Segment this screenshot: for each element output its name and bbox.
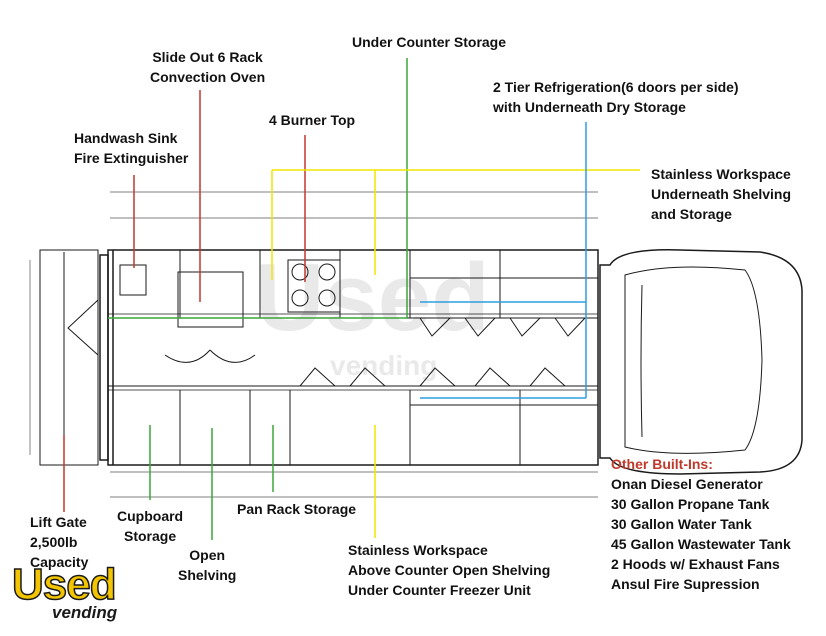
dimension-lines xyxy=(29,191,598,498)
bottom-counter xyxy=(179,367,598,465)
label-under-counter-storage: Under Counter Storage xyxy=(352,34,507,50)
built-ins-title: Other Built-Ins: xyxy=(611,456,713,472)
svg-text:Used: Used xyxy=(255,244,490,351)
lift-gate xyxy=(39,249,99,466)
label-refrigeration: 2 Tier Refrigeration(6 doors per side)wi… xyxy=(493,79,739,115)
watermark-logo: Used vending xyxy=(255,244,490,381)
svg-text:vending: vending xyxy=(330,350,437,381)
top-counter xyxy=(119,250,598,363)
label-pan-rack: Pan Rack Storage xyxy=(237,501,357,517)
used-vending-logo: Used vending xyxy=(11,560,118,622)
label-burner-top: 4 Burner Top xyxy=(269,112,356,128)
built-in-item: Ansul Fire Supression xyxy=(611,576,760,592)
built-in-item: Onan Diesel Generator xyxy=(611,476,763,492)
built-in-item: 2 Hoods w/ Exhaust Fans xyxy=(611,556,780,572)
callout-lines xyxy=(63,58,640,540)
built-in-item: 30 Gallon Water Tank xyxy=(611,516,752,532)
built-in-item: 45 Gallon Wastewater Tank xyxy=(611,536,791,552)
built-in-item: 30 Gallon Propane Tank xyxy=(611,496,770,512)
truck-cab xyxy=(599,249,803,475)
built-ins-list: Other Built-Ins: Onan Diesel Generator 3… xyxy=(611,454,791,594)
